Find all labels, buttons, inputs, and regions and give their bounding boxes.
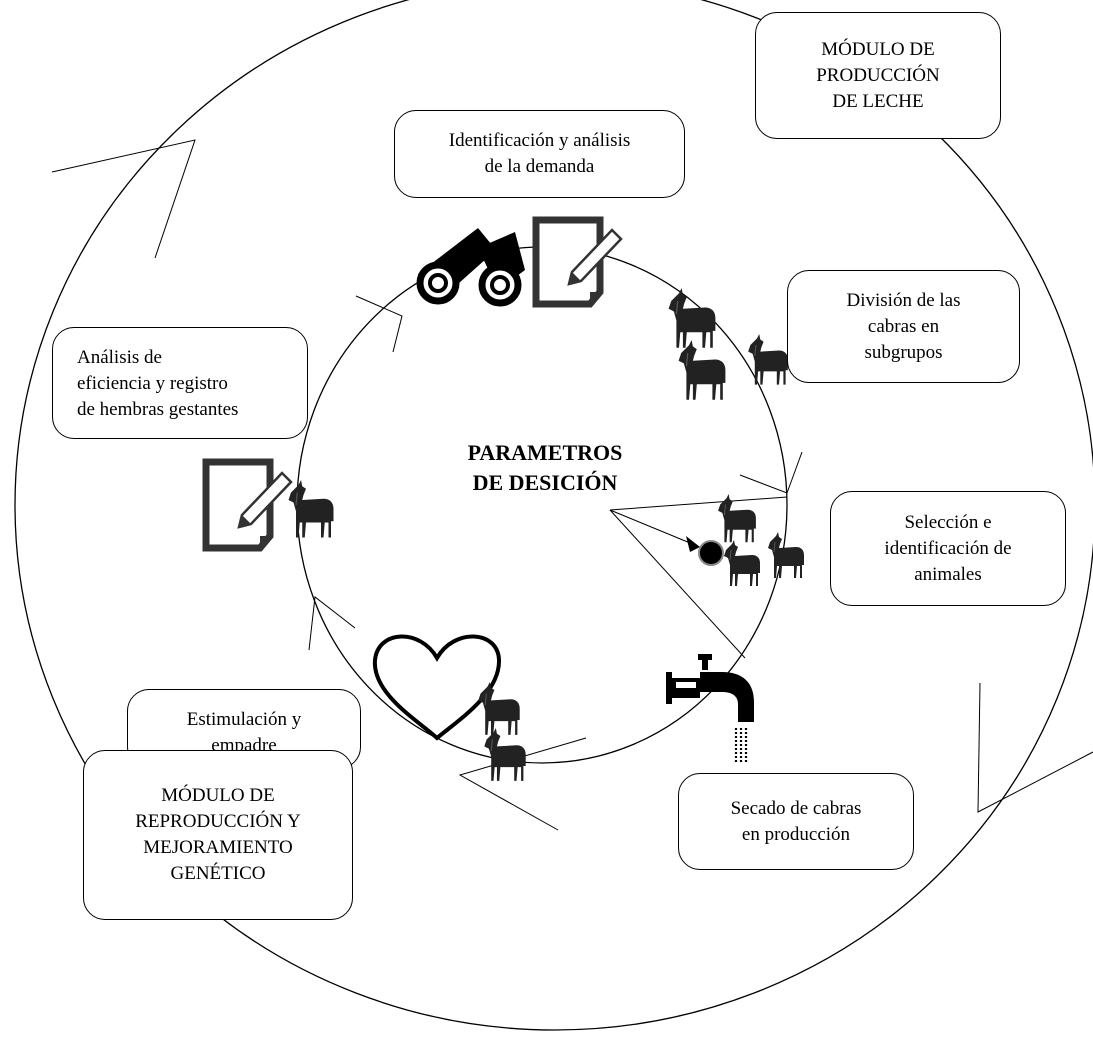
step-box-seleccion: Selección e identificación de animales: [830, 491, 1066, 606]
goat-icon: [767, 531, 805, 579]
goat-icon: [717, 493, 757, 543]
goat-icon: [667, 287, 717, 349]
module-box-leche: MÓDULO DE PRODUCCIÓN DE LECHE: [755, 12, 1001, 139]
target-dot-icon: [698, 540, 724, 566]
arrowhead-icon: [686, 536, 700, 552]
module-box-reproduccion: MÓDULO DE REPRODUCCIÓN Y MEJORAMIENTO GE…: [83, 750, 353, 920]
goat-icon: [483, 727, 527, 782]
step-box-demanda: Identificación y análisis de la demanda: [394, 110, 685, 198]
document-pencil-icon-left: [202, 458, 293, 552]
step-box-division: División de las cabras en subgrupos: [787, 270, 1020, 383]
heart-icon: [372, 634, 502, 741]
water-faucet-icon: [666, 654, 754, 764]
outer-cycle-circle: [14, 0, 1093, 1031]
step-box-analisis: Análisis de eficiencia y registro de hem…: [52, 327, 308, 439]
step-box-secado: Secado de cabras en producción: [678, 773, 914, 870]
goat-icon: [677, 339, 727, 401]
outer-arrow-marks: [51, 139, 1093, 831]
goat-icon: [723, 539, 761, 587]
goat-icon: [477, 681, 521, 736]
inner-arrow-marks: [308, 295, 803, 651]
document-pencil-icon: [532, 216, 623, 308]
goat-icon: [287, 479, 335, 539]
binoculars-icon: [416, 228, 525, 307]
center-title: PARAMETROS DE DESICIÓN: [467, 440, 623, 495]
center-connector-lines: [609, 496, 788, 659]
